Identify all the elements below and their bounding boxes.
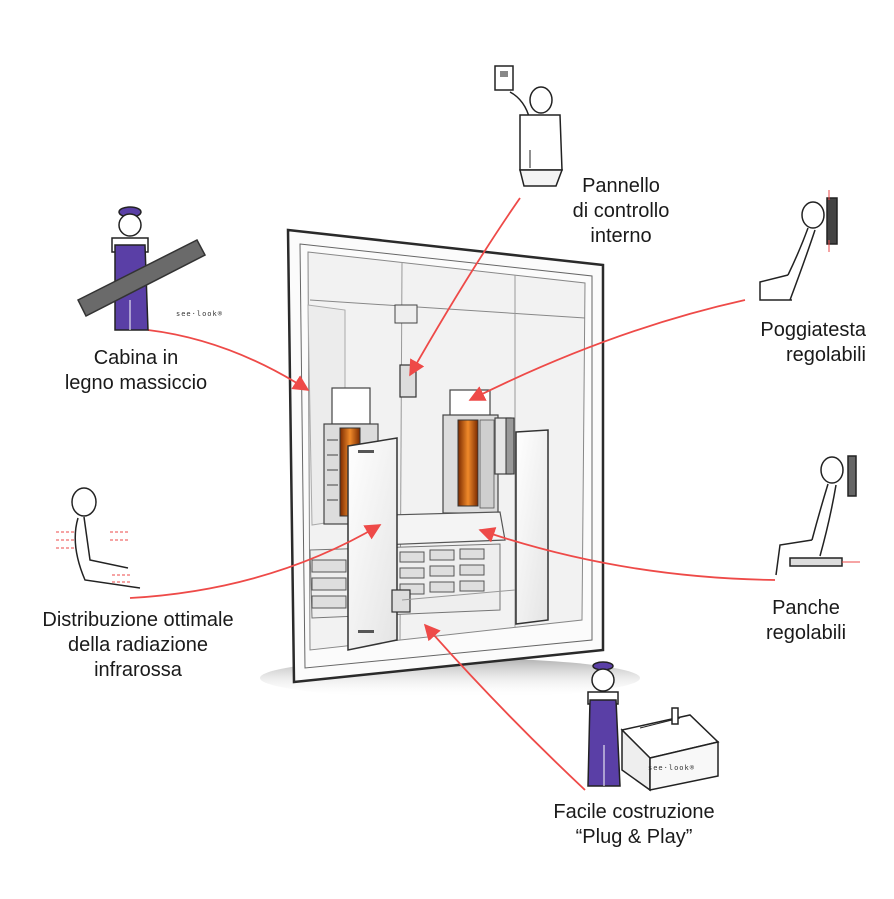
- label-cabin: Cabina in legno massiccio: [65, 346, 207, 396]
- bench-figure-icon: [775, 455, 860, 576]
- control-panel-hand-icon: [494, 65, 564, 187]
- front-door-right: [515, 429, 549, 625]
- label-control-panel: Pannello di controllo interno: [573, 174, 670, 249]
- label-line: Cabina in: [93, 347, 179, 369]
- arrow-benches: [478, 527, 776, 581]
- arrow-headrest: [468, 299, 746, 401]
- label-headrest: Poggiatesta regolabili: [760, 318, 866, 368]
- headrest-figure-icon: [759, 190, 838, 301]
- label-line: di controllo: [572, 200, 670, 222]
- label-line: infrarossa: [94, 659, 182, 681]
- box-stamp: see·look®: [648, 764, 695, 772]
- worker-stamp: see·look®: [176, 310, 223, 318]
- front-door-left: [347, 437, 398, 651]
- door-handle: [391, 589, 411, 613]
- label-distribution: Distribuzione ottimale della radiazione …: [42, 608, 233, 683]
- label-line: della radiazione: [67, 634, 209, 656]
- label-line: legno massiccio: [64, 372, 208, 394]
- label-line: interno: [590, 225, 652, 247]
- label-line: regolabili: [785, 344, 866, 366]
- sauna-cabin: [260, 228, 640, 698]
- label-line: Pannello: [582, 175, 660, 197]
- arrow-control-panel: [409, 197, 521, 377]
- label-line: Facile costruzione: [553, 801, 715, 823]
- label-line: Panche: [772, 597, 840, 619]
- arrow-plugplay: [423, 623, 586, 791]
- arrow-cabin: [147, 329, 310, 391]
- label-line: “Plug & Play”: [575, 826, 693, 848]
- label-line: regolabili: [765, 622, 847, 644]
- label-plugplay: Facile costruzione “Plug & Play”: [553, 800, 714, 850]
- radiation-figure-icon: [56, 487, 141, 589]
- label-line: Poggiatesta: [760, 319, 866, 341]
- arrow-distribution: [129, 524, 382, 599]
- label-line: Distribuzione ottimale: [42, 609, 234, 631]
- callout-arrows: [129, 197, 776, 791]
- label-benches: Panche regolabili: [766, 596, 846, 646]
- worker-with-box-icon: [587, 661, 720, 792]
- worker-with-plank-icon: [76, 206, 207, 331]
- cabin-frame-inner-edge: [299, 243, 593, 669]
